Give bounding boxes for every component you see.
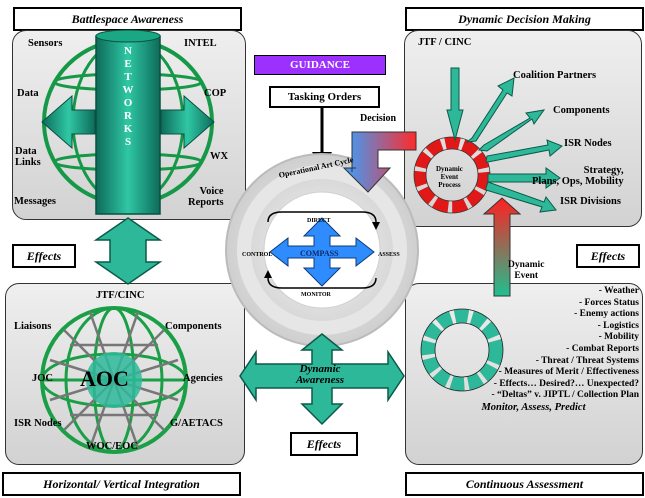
title-battlespace-awareness: Battlespace Awareness xyxy=(13,7,242,31)
label-components-bottom: Components xyxy=(165,321,222,332)
label-data: Data xyxy=(17,88,39,99)
list-item: - Effects… Desired?… Unexpected? xyxy=(493,378,639,389)
label-g-aetacs: G/AETACS xyxy=(170,418,223,429)
assessment-footer: Monitor, Assess, Predict xyxy=(481,401,586,413)
effects-bottom: Effects xyxy=(290,432,358,456)
effects-right: Effects xyxy=(576,244,640,268)
label-cop: COP xyxy=(204,88,227,99)
label-isr-nodes-top: ISR Nodes xyxy=(564,138,612,149)
operational-cycle xyxy=(225,153,419,347)
effects-left: Effects xyxy=(12,244,76,268)
label-assess: ASSESS xyxy=(378,252,400,258)
label-decision: Decision xyxy=(360,113,397,124)
assessment-list: - Weather - Forces Status - Enemy action… xyxy=(408,286,639,414)
label-agencies: Agencies xyxy=(183,373,223,384)
dynamic-awareness-arrow xyxy=(239,333,405,426)
label-networks: NETWORKS xyxy=(122,45,134,148)
label-monitor: MONITOR xyxy=(301,292,331,298)
label-components-top: Components xyxy=(553,105,610,116)
label-strategy: Strategy, Plans, Ops, Mobility xyxy=(532,165,624,187)
title-horizontal-vertical-integration: Horizontal/ Vertical Integration xyxy=(2,472,241,496)
label-jtf-cinc-top: JTF / CINC xyxy=(418,37,472,48)
label-aoc: AOC xyxy=(80,366,129,391)
label-messages: Messages xyxy=(14,196,56,207)
label-jtf-cinc-bottom: JTF/CINC xyxy=(96,290,145,301)
list-item: - Mobility xyxy=(598,332,639,343)
label-control: CONTROL xyxy=(242,252,273,258)
list-item: - Forces Status xyxy=(579,297,639,308)
list-item: - Threat / Threat Systems xyxy=(535,355,639,366)
label-isr-nodes-bottom: ISR Nodes xyxy=(14,418,62,429)
list-item: - Enemy actions xyxy=(574,309,639,320)
label-voice-reports: Voice Reports xyxy=(188,186,224,208)
aoc-globe xyxy=(40,306,188,454)
list-item: - “Deltas” v. JIPTL / Collection Plan xyxy=(491,390,639,401)
dynamic-event-arrow xyxy=(482,197,522,297)
assessment-cycle xyxy=(420,308,504,392)
label-intel: INTEL xyxy=(184,38,217,49)
guidance-box: GUIDANCE xyxy=(254,55,386,75)
label-woc-eoc: WOC/EOC xyxy=(86,441,138,452)
label-dynamic-event-process: Dynamic Event Process xyxy=(436,165,463,189)
label-wx: WX xyxy=(210,151,229,162)
tasking-orders-box: Tasking Orders xyxy=(269,86,380,108)
list-item: - Weather xyxy=(598,286,639,296)
label-isr-divisions: ISR Divisions xyxy=(560,196,621,207)
label-compass: COMPASS xyxy=(300,249,339,258)
list-item: - Combat Reports xyxy=(566,343,639,354)
label-coalition-partners: Coalition Partners xyxy=(513,70,597,81)
list-item: - Measures of Merit / Effectiveness xyxy=(498,367,639,378)
title-continuous-assessment: Continuous Assessment xyxy=(405,472,644,496)
network-globe xyxy=(41,29,215,215)
label-dynamic-event: Dynamic Event xyxy=(508,260,545,281)
label-joc: JOC xyxy=(32,373,53,384)
label-sensors: Sensors xyxy=(28,38,63,49)
list-item: - Logistics xyxy=(597,320,639,331)
label-liaisons: Liaisons xyxy=(14,321,52,332)
label-data-links: Data Links xyxy=(15,146,41,168)
left-double-arrow xyxy=(93,217,163,285)
label-direct: DIRECT xyxy=(307,218,331,224)
label-dynamic-awareness: Dynamic Awareness xyxy=(296,363,345,386)
